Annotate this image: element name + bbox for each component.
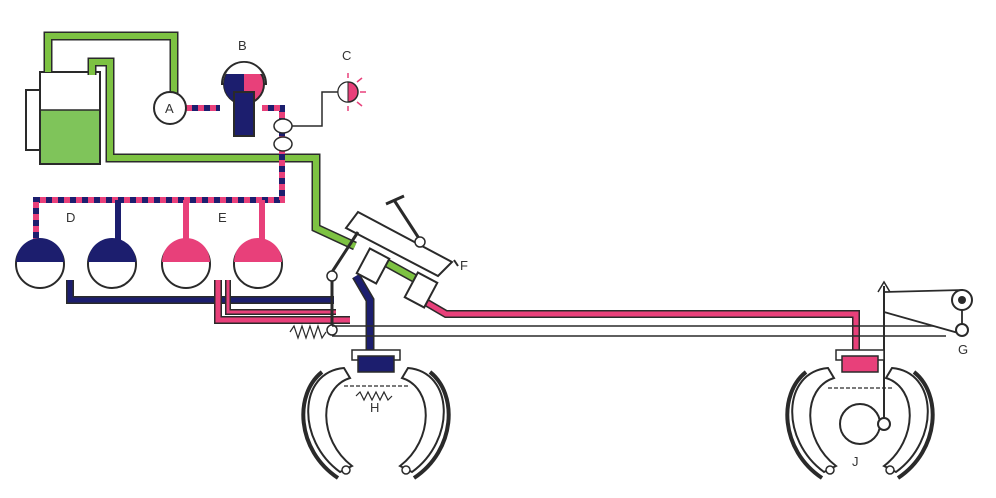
fluid-reservoir <box>25 71 101 165</box>
brake-valve-f: F <box>344 194 468 309</box>
label-c: C <box>342 48 351 63</box>
accumulators-d: D <box>15 210 137 289</box>
front-brake-h: H <box>301 349 451 480</box>
label-g: G <box>958 342 968 357</box>
control-valve-b: B <box>220 38 268 137</box>
label-b: B <box>238 38 247 53</box>
gauge-a: A <box>153 91 187 125</box>
rear-brake-j: J <box>785 349 935 480</box>
parking-lever-g: G <box>877 280 973 420</box>
label-e: E <box>218 210 227 225</box>
label-d: D <box>66 210 75 225</box>
label-h: H <box>370 400 379 415</box>
manifold-lines <box>33 105 285 240</box>
label-f: F <box>460 258 468 273</box>
green-supply-lines <box>43 31 417 282</box>
accumulators-e: E <box>161 210 283 289</box>
label-a: A <box>165 101 174 116</box>
parking-rod <box>332 325 946 337</box>
pedal-lever <box>289 231 360 340</box>
label-j: J <box>852 454 859 469</box>
warning-lamp-c: C <box>292 48 366 127</box>
navy-service-line <box>66 273 375 356</box>
pink-service-lines <box>214 280 860 356</box>
coupling-rings <box>273 118 293 152</box>
